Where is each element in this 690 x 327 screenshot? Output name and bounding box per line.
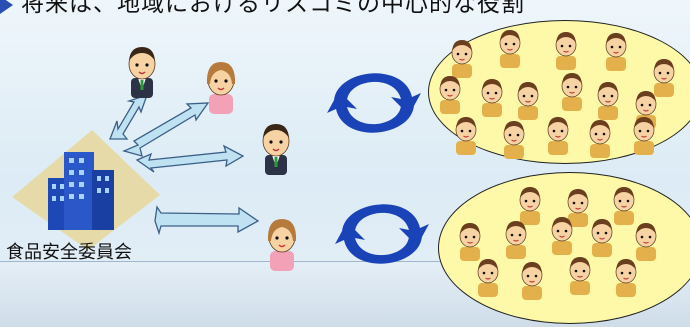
double-arrow-icon [109, 93, 149, 140]
double-arrow-icon [154, 205, 260, 236]
person-icon [262, 123, 290, 176]
slide-heading: 将来は、地域におけるリスコミの中心的な役割 [0, 0, 690, 20]
person-icon [206, 61, 236, 115]
crowd-icon [459, 186, 657, 301]
cycle-arrows-icon [327, 73, 421, 133]
person-icon [128, 46, 156, 99]
cycle-arrows-icon [335, 204, 429, 264]
building-icon [12, 130, 160, 250]
organization-label: 食品安全委員会 [6, 242, 132, 263]
bullet-arrow-icon [0, 0, 13, 14]
heading-text: 将来は、地域におけるリスコミの中心的な役割 [21, 0, 525, 17]
crowd-icon [439, 29, 675, 160]
double-arrow-icon [135, 144, 245, 173]
person-icon [267, 218, 297, 272]
double-arrow-icons [109, 93, 260, 236]
double-arrow-icon [122, 102, 210, 157]
